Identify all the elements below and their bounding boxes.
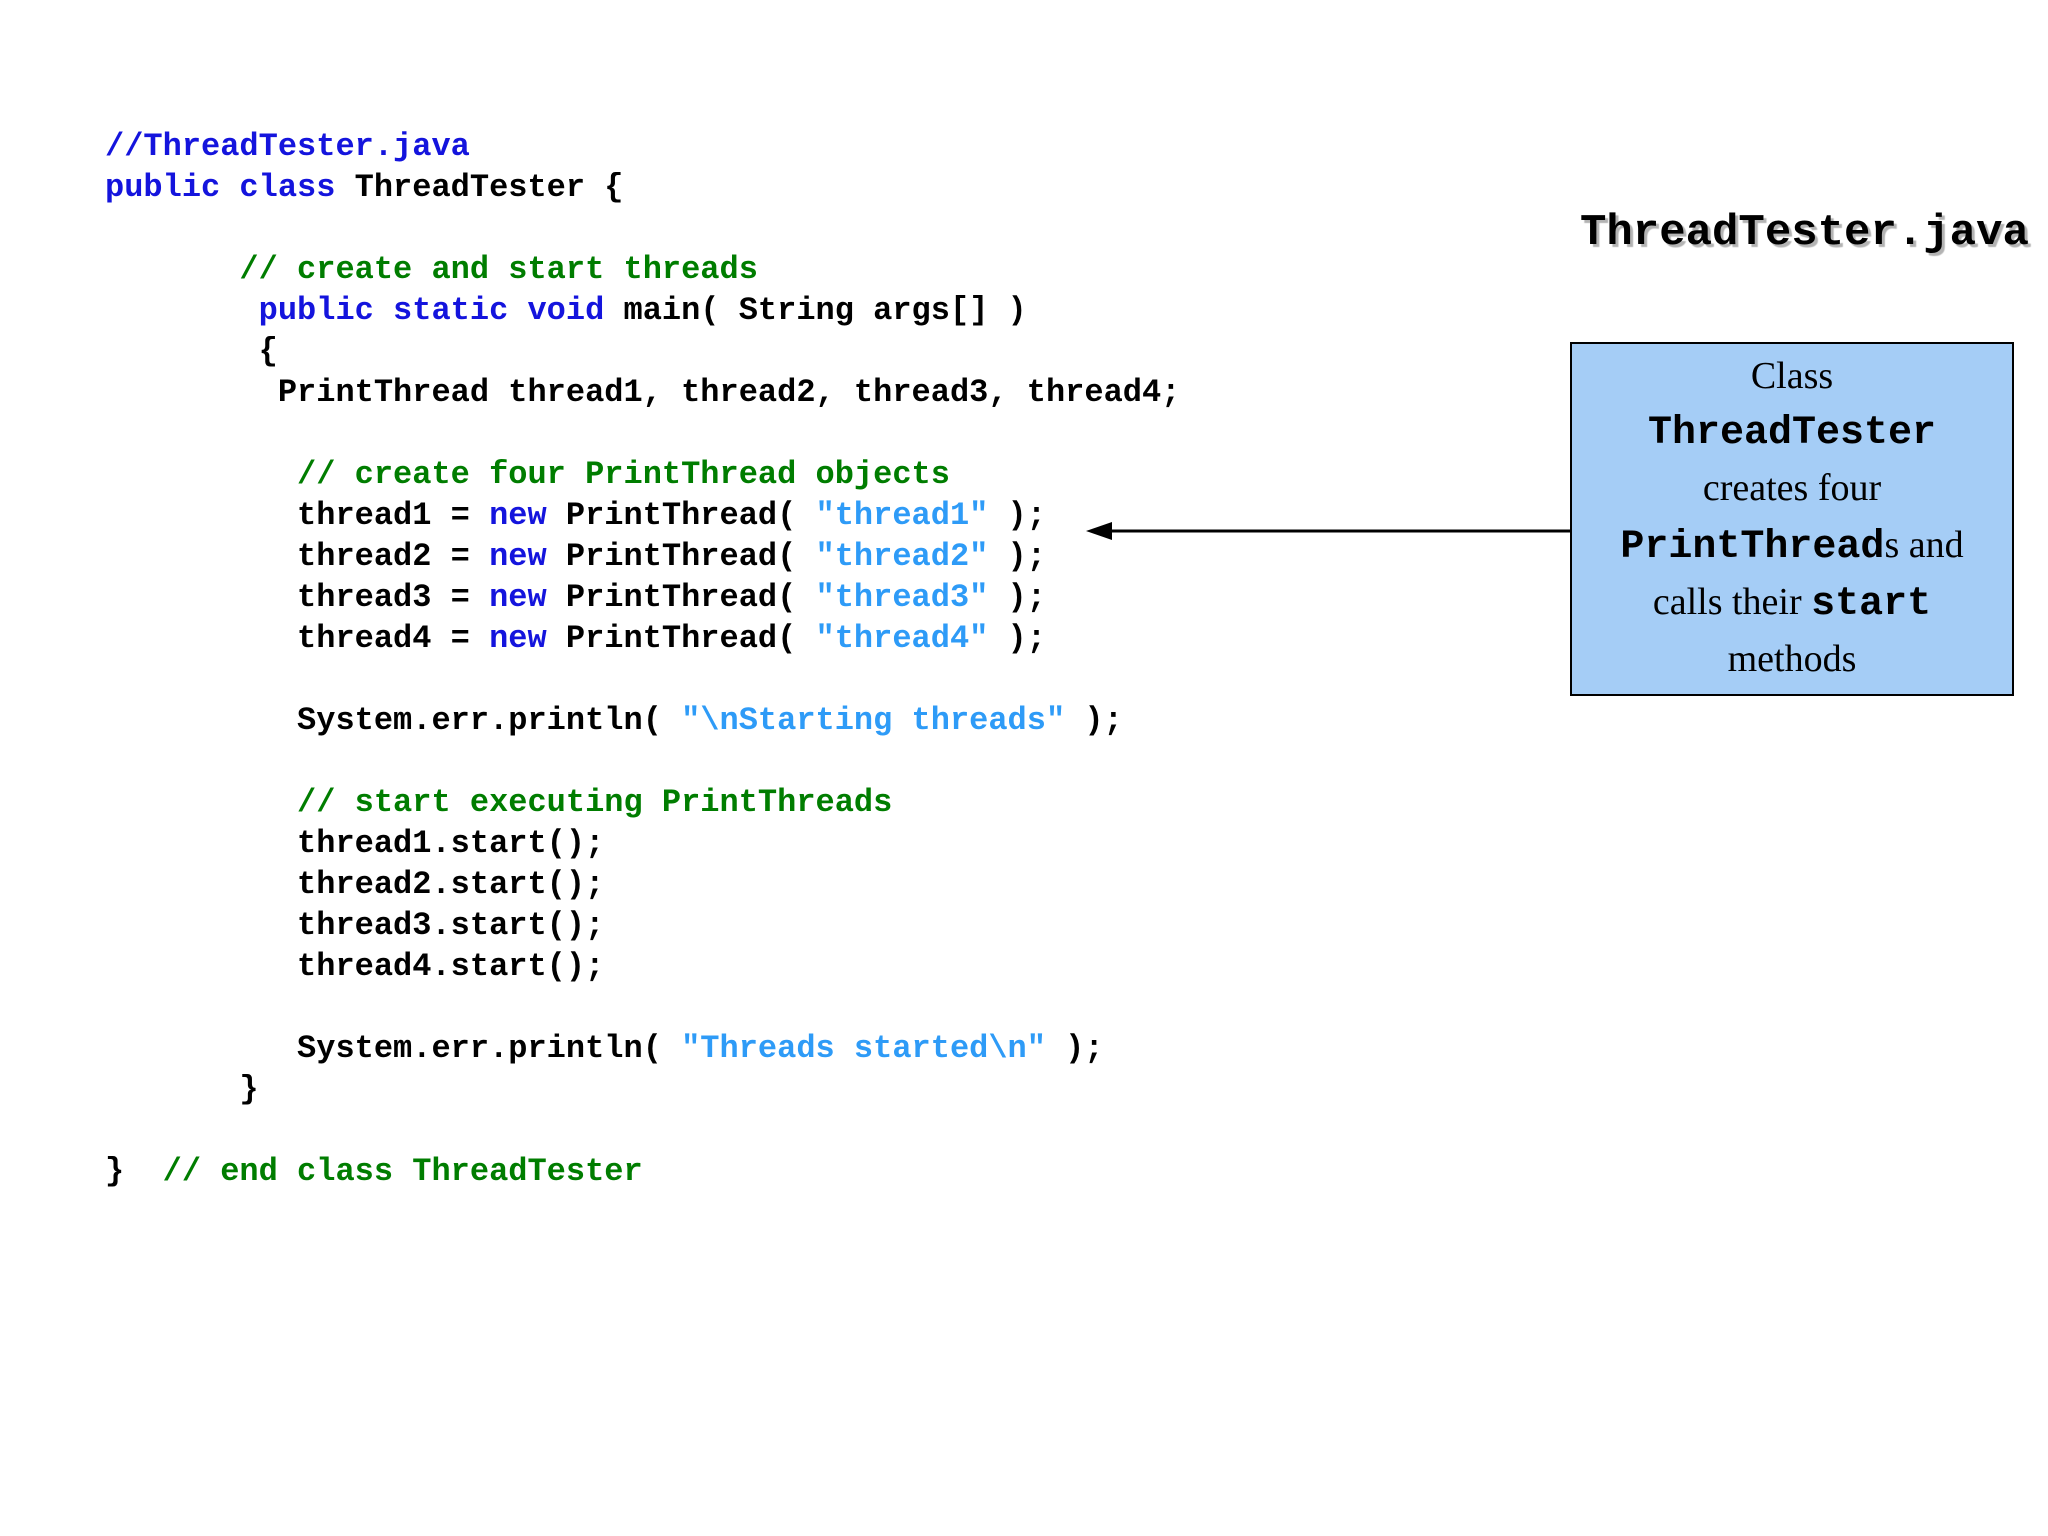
code-token: ); [1045,1030,1104,1067]
code-token: thread3 = [105,579,490,616]
code-token: main( String args[] ) [604,292,1027,329]
code-token: thread4 = [105,620,490,657]
code-token: thread1.start(); [105,825,605,862]
code-token: // create and start threads [105,251,758,288]
code-line [105,208,1180,249]
callout-line: Class [1572,354,2012,411]
code-line: public static void main( String args[] ) [105,290,1180,331]
code-token: } [105,1153,163,1190]
code-token: ); [988,579,1046,616]
code-token: "thread2" [815,538,989,575]
code-line: PrintThread thread1, thread2, thread3, t… [105,372,1181,413]
code-token: new [489,497,547,534]
code-token: thread4.start(); [105,948,605,985]
code-token: System.err.println( [105,702,682,739]
code-token: ); [988,538,1046,575]
code-token [105,292,259,329]
code-token: "thread1" [815,497,989,534]
code-line: thread2 = new PrintThread( "thread2" ); [105,536,1180,577]
code-line [105,659,1180,700]
code-token: PrintThread( [546,579,816,616]
code-line: public class ThreadTester { [105,167,1180,208]
code-line: thread3 = new PrintThread( "thread3" ); [105,577,1180,618]
code-line: thread1.start(); [105,823,1180,864]
code-token: ); [988,620,1046,657]
code-line [105,1110,1180,1151]
slide-title: ThreadTester.java [1580,208,2029,258]
callout-line: PrintThreads and [1572,523,2012,580]
code-line: } // end class ThreadTester [105,1151,1180,1192]
callout-line: methods [1572,637,2012,694]
code-line [105,413,1180,454]
callout-line: creates four [1572,466,2012,523]
code-line: // start executing PrintThreads [105,782,1180,823]
code-line: System.err.println( "Threads started\n" … [105,1028,1180,1069]
callout-text: s and [1884,524,1964,566]
callout-arrow [1086,522,1572,540]
code-token: new [489,538,547,575]
code-line [105,741,1180,782]
code-token: "\nStarting threads" [681,702,1066,739]
code-token: PrintThread( [546,497,816,534]
code-line: } [105,1069,1180,1110]
code-line: System.err.println( "\nStarting threads"… [105,700,1180,741]
callout-line: calls their start [1572,580,2012,637]
code-token: public class [105,169,336,206]
callout-line: ThreadTester [1572,411,2012,466]
code-token: "thread4" [815,620,989,657]
code-token: } [105,1071,259,1108]
code-line: //ThreadTester.java [105,126,1180,167]
code-token: thread2.start(); [105,866,605,903]
callout-text: start [1811,582,1932,627]
code-line: thread4 = new PrintThread( "thread4" ); [105,618,1180,659]
callout-text: methods [1727,638,1857,680]
code-token: // start executing PrintThreads [105,784,893,821]
code-token: new [489,620,547,657]
code-token: //ThreadTester.java [105,128,470,165]
callout-text: ThreadTester [1647,411,1937,456]
code-line: thread3.start(); [105,905,1180,946]
code-line: thread4.start(); [105,946,1180,987]
code-token: { [105,333,278,370]
code-line: thread2.start(); [105,864,1180,905]
code-token: thread2 = [105,538,490,575]
code-token: thread3.start(); [105,907,605,944]
callout-text: PrintThread [1620,525,1885,570]
callout-text: creates four [1702,467,1882,509]
code-token: // create four PrintThread objects [105,456,950,493]
code-token: PrintThread( [546,538,816,575]
code-token: thread1 = [105,497,490,534]
callout-text: Class [1750,355,1834,397]
code-token: // end class ThreadTester [162,1153,643,1190]
code-token: System.err.println( [105,1030,682,1067]
code-token: "Threads started\n" [681,1030,1046,1067]
code-line [105,987,1180,1028]
code-line: // create four PrintThread objects [105,454,1180,495]
code-token: ThreadTester { [335,169,624,206]
code-token: "thread3" [815,579,989,616]
code-token: PrintThread( [546,620,816,657]
code-line: // create and start threads [105,249,1180,290]
arrow-head-icon [1086,522,1112,540]
code-line: thread1 = new PrintThread( "thread1" ); [105,495,1180,536]
code-token: new [489,579,547,616]
code-token: ); [988,497,1046,534]
code-token: public static void [258,292,605,329]
code-line: { [105,331,1180,372]
code-token: PrintThread thread1, thread2, thread3, t… [105,374,1181,411]
callout-text: calls their [1652,581,1812,623]
code-token: ); [1065,702,1123,739]
